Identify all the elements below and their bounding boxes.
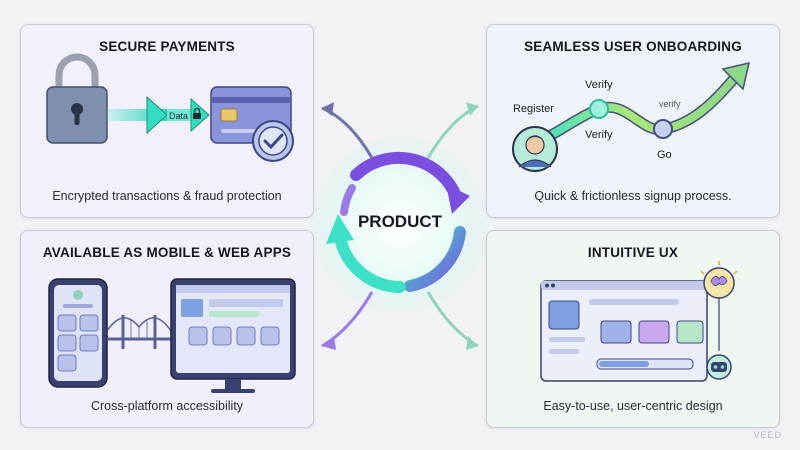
product-label: PRODUCT bbox=[357, 212, 443, 231]
cycle-arc-bottom bbox=[334, 232, 406, 293]
intuitive-ux-caption: Easy-to-use, user-centric design bbox=[543, 399, 723, 413]
connector-arrowhead-ux bbox=[466, 336, 478, 350]
small-lock-icon bbox=[193, 107, 201, 119]
secure-payments-illustration: Data bbox=[46, 53, 294, 162]
mobile-web-panel: AVAILABLE AS MOBILE & WEB APPS bbox=[20, 230, 314, 428]
mobile-web-illustration bbox=[48, 278, 296, 393]
cycle-arrowhead-right bbox=[446, 184, 470, 214]
onboarding-title: SEAMLESS USER ONBOARDING bbox=[524, 39, 742, 54]
onboarding-path bbox=[533, 71, 741, 147]
secure-payments-caption: Encrypted transactions & fraud protectio… bbox=[52, 189, 282, 203]
data-arrow-label: Data bbox=[169, 111, 188, 121]
connector-arrowhead-secure bbox=[322, 102, 334, 116]
onboarding-caption: Quick & frictionless signup process. bbox=[534, 189, 732, 203]
user-avatar-icon bbox=[512, 126, 558, 172]
cycle-arc-right bbox=[404, 226, 466, 292]
go-node-icon bbox=[653, 119, 673, 139]
bridge-icon bbox=[106, 315, 172, 349]
step-register-label: Register bbox=[513, 103, 554, 115]
ux-window-icon bbox=[540, 280, 708, 382]
mobile-web-title: AVAILABLE AS MOBILE & WEB APPS bbox=[42, 245, 292, 260]
cycle-arc-top bbox=[350, 151, 462, 202]
idea-bulb-icon bbox=[700, 261, 738, 351]
step-go-label: Go bbox=[657, 149, 672, 161]
verified-check-icon bbox=[252, 120, 294, 162]
cycle-arrowhead-left bbox=[326, 214, 354, 244]
watermark: VEED bbox=[753, 430, 782, 440]
mobile-phone-icon bbox=[48, 278, 108, 388]
cycle-arc-left bbox=[340, 184, 356, 216]
verify-node-icon bbox=[589, 99, 609, 119]
intuitive-ux-title: INTUITIVE UX bbox=[587, 245, 679, 260]
intuitive-ux-panel: INTUITIVE UX bbox=[486, 230, 780, 428]
assistant-bot-icon bbox=[706, 354, 732, 380]
arrowhead-icon bbox=[721, 61, 751, 91]
step-verify-label-top: Verify bbox=[585, 79, 613, 91]
desktop-monitor-icon bbox=[170, 278, 296, 393]
onboarding-panel: SEAMLESS USER ONBOARDING Register Verify… bbox=[486, 24, 780, 218]
onboarding-illustration bbox=[512, 61, 751, 172]
connector-arrowhead-onboarding bbox=[466, 102, 478, 116]
step-verify-label-small: verify bbox=[659, 99, 681, 109]
secure-payments-panel: SECURE PAYMENTS Data bbox=[20, 24, 314, 218]
connector-arrowhead-mobile bbox=[322, 336, 336, 350]
step-verify-label-bottom: Verify bbox=[585, 129, 613, 141]
padlock-icon bbox=[46, 53, 108, 144]
secure-payments-title: SECURE PAYMENTS bbox=[99, 39, 235, 54]
intuitive-ux-illustration bbox=[540, 261, 738, 382]
mobile-web-caption: Cross-platform accessibility bbox=[90, 399, 244, 413]
